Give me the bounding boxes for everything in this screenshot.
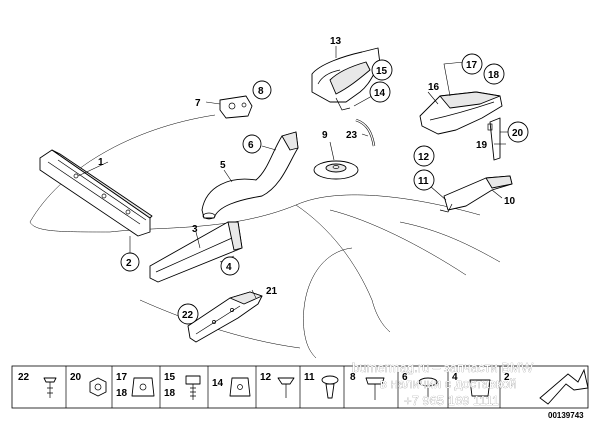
label-14: 14	[374, 88, 386, 99]
label-5: 5	[220, 160, 226, 171]
part-23-hose	[355, 118, 376, 147]
screw-icon	[365, 377, 385, 400]
part-13-cover	[311, 47, 381, 111]
label-4-circle	[220, 256, 240, 276]
strip-label-12: 12	[260, 372, 272, 383]
document-number: 00139743	[548, 411, 584, 420]
label-1: 1	[98, 157, 104, 168]
label-21: 21	[266, 286, 278, 297]
plastic-rivet-icon	[321, 375, 339, 399]
label-20-circle	[507, 121, 529, 143]
expanding-rivet-icon	[277, 377, 295, 398]
watermark-line-2: в наличии с доставкой	[380, 376, 516, 391]
clip-nut-icon	[229, 377, 251, 397]
strip-label-11: 11	[304, 372, 315, 383]
strip-label-22: 22	[18, 372, 30, 383]
part-7-bracket	[219, 95, 253, 119]
label-17: 17	[466, 60, 478, 71]
label-6: 6	[248, 140, 254, 151]
label-23: 23	[346, 130, 358, 141]
part-16-shield	[419, 91, 503, 135]
label-19: 19	[476, 140, 488, 151]
spring-nut-icon	[131, 377, 155, 397]
strip-label-15: 15	[164, 372, 176, 383]
bolt-icon	[185, 375, 201, 400]
strip-label-8: 8	[350, 372, 356, 383]
strip-label-14: 14	[212, 378, 224, 389]
label-2: 2	[126, 258, 132, 269]
label-13: 13	[330, 36, 342, 47]
label-18-circle	[483, 63, 505, 85]
strip-label-2: 2	[504, 372, 510, 383]
label-18: 18	[488, 70, 500, 81]
washer-screw-icon	[418, 377, 438, 400]
label-8: 8	[258, 86, 264, 97]
label-3: 3	[192, 224, 198, 235]
clip-icon	[469, 379, 491, 397]
part-21-trim	[187, 291, 263, 343]
part-9-disc	[313, 160, 359, 180]
label-22-circle	[177, 303, 199, 325]
part-5-air-duct	[201, 131, 299, 220]
label-14-circle	[369, 81, 391, 103]
label-22: 22	[182, 310, 194, 321]
push-clip-icon	[43, 377, 57, 398]
part-3-bracket	[149, 221, 243, 283]
callouts: 1 2 3 4 5 6 7 8 9 10 11 12 13 14 15 16 1…	[98, 36, 529, 325]
label-7: 7	[195, 98, 201, 109]
label-16: 16	[428, 82, 440, 93]
label-10: 10	[504, 196, 516, 207]
strip-label-20: 20	[70, 372, 82, 383]
part-10-bracket	[439, 175, 513, 213]
hex-nut-icon	[89, 377, 107, 397]
label-20: 20	[512, 128, 524, 139]
label-2-circle	[120, 252, 140, 272]
strip-label-18b: 18	[164, 388, 176, 399]
label-9: 9	[322, 130, 328, 141]
label-12: 12	[418, 152, 430, 163]
car-outline	[29, 114, 501, 359]
label-4: 4	[226, 262, 232, 273]
strip-label-6: 6	[402, 372, 408, 383]
watermark: bumermag.ru – запчасти BMW в наличии с д…	[352, 360, 534, 408]
label-11: 11	[418, 176, 429, 187]
label-11-circle	[413, 169, 435, 191]
label-12-circle	[413, 145, 435, 167]
part-1-crossmember	[39, 149, 153, 237]
watermark-line-1: bumermag.ru – запчасти BMW	[352, 360, 534, 375]
strip-label-4: 4	[452, 372, 458, 383]
watermark-line-3: +7 965 169 1111	[404, 393, 499, 408]
part-19-clip	[487, 117, 501, 161]
label-15: 15	[376, 66, 388, 77]
strip-label-18a: 18	[116, 388, 128, 399]
direction-arrow-icon	[539, 368, 589, 405]
label-8-circle	[252, 80, 272, 100]
strip-label-17: 17	[116, 372, 128, 383]
label-6-circle	[242, 134, 262, 154]
label-17-circle	[461, 53, 483, 75]
label-15-circle	[371, 59, 393, 81]
hardware-strip: 22 20 17 18 15 18 14 12	[11, 365, 589, 409]
